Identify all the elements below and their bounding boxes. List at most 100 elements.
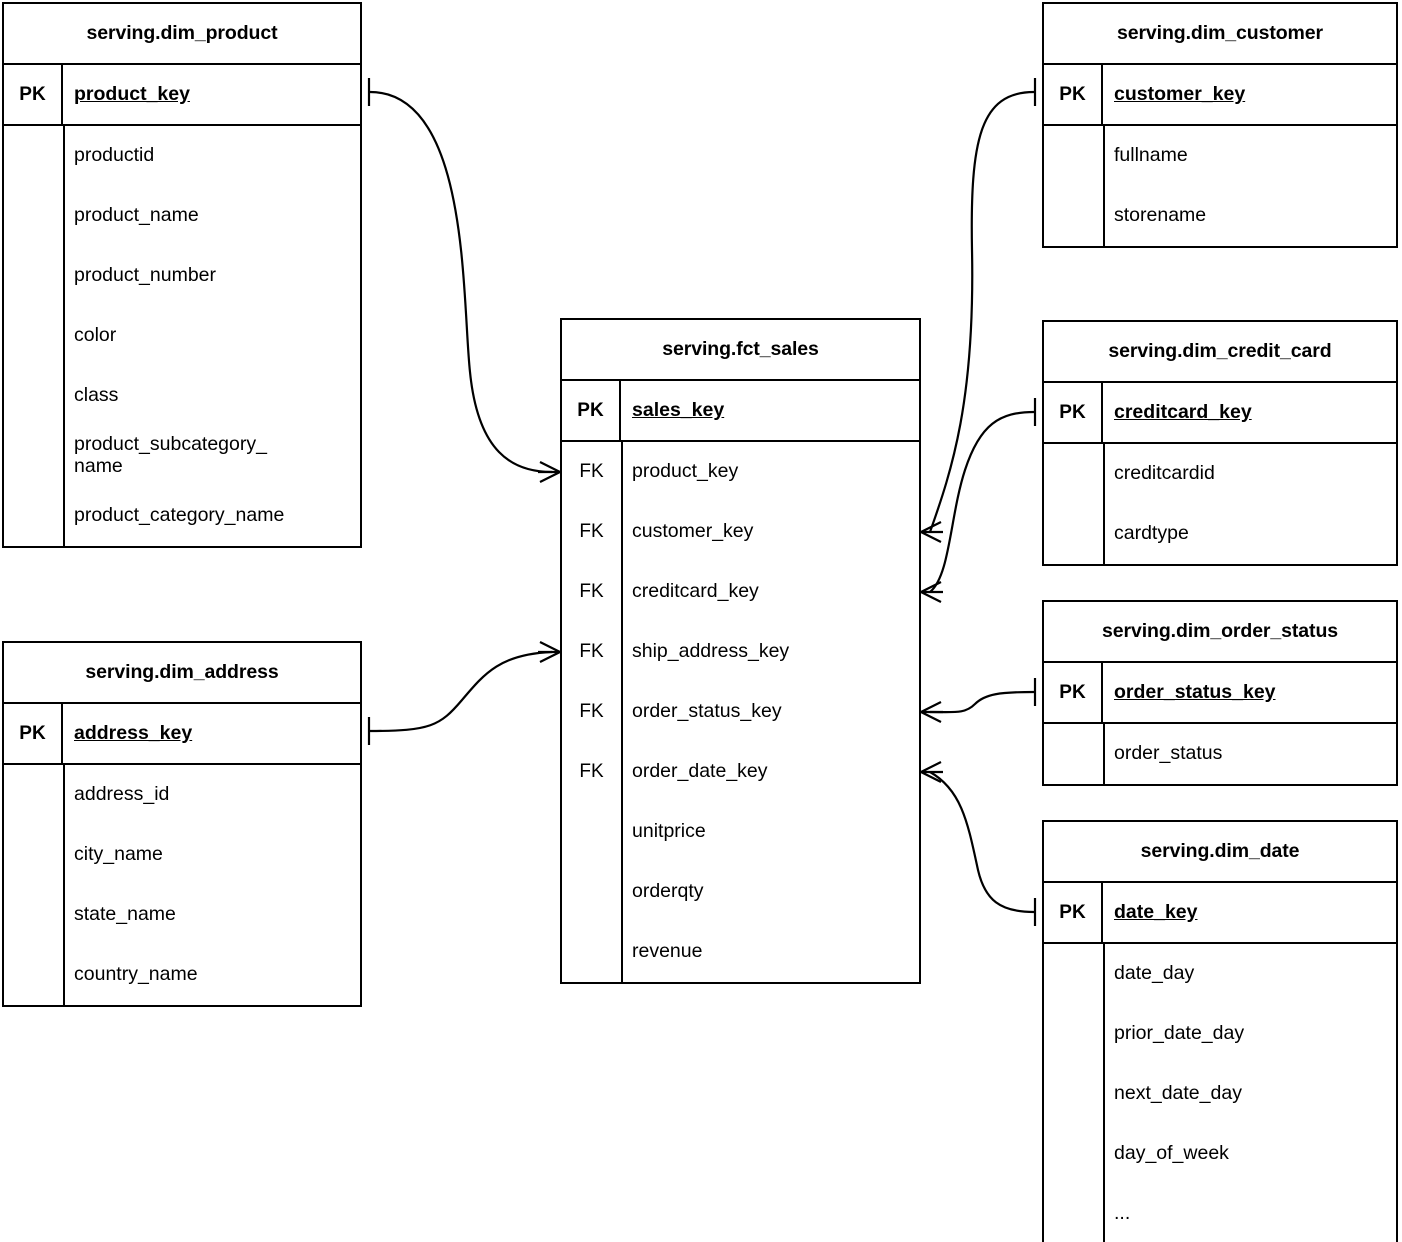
- row-fullname[interactable]: fullname: [1044, 126, 1396, 186]
- row-fk-order-status-key[interactable]: FK order_status_key: [562, 682, 919, 742]
- entity-dim-order-status[interactable]: serving.dim_order_status PK order_status…: [1042, 600, 1398, 786]
- field-customer-key: customer_key: [1114, 82, 1246, 105]
- row-pk-dim-credit-card[interactable]: PK creditcard_key: [1044, 383, 1396, 444]
- row-pk-dim-address[interactable]: PK address_key: [4, 704, 360, 765]
- row-cardtype[interactable]: cardtype: [1044, 504, 1396, 564]
- row-address-id[interactable]: address_id: [4, 765, 360, 825]
- relationship-product-to-sales: [367, 78, 561, 483]
- row-fk-order-date-key[interactable]: FK order_date_key: [562, 742, 919, 802]
- field-product-key: product_key: [74, 82, 190, 105]
- entity-title-dim-product: serving.dim_product: [4, 4, 360, 65]
- key-badge-empty: [4, 246, 63, 306]
- row-state-name[interactable]: state_name: [4, 885, 360, 945]
- row-product-category-name[interactable]: product_category_name: [4, 486, 360, 546]
- key-badge-empty: [1044, 1124, 1103, 1184]
- relationship-orderstatus-to-sales: [920, 678, 1037, 723]
- crowfoot-orderstatus: [920, 701, 943, 723]
- field-country-name: country_name: [74, 963, 198, 986]
- key-badge-fk: FK: [579, 641, 604, 662]
- row-pk-dim-order-status[interactable]: PK order_status_key: [1044, 663, 1396, 724]
- field-product-key: product_key: [632, 460, 739, 483]
- field-order-date-key: order_date_key: [632, 760, 768, 783]
- row-product-name[interactable]: product_name: [4, 186, 360, 246]
- row-fk-creditcard-key[interactable]: FK creditcard_key: [562, 562, 919, 622]
- key-badge-empty: [562, 862, 621, 922]
- field-city-name: city_name: [74, 843, 163, 866]
- entity-dim-credit-card[interactable]: serving.dim_credit_card PK creditcard_ke…: [1042, 320, 1398, 566]
- entity-title-dim-credit-card: serving.dim_credit_card: [1044, 322, 1396, 383]
- row-creditcardid[interactable]: creditcardid: [1044, 444, 1396, 504]
- key-badge-empty: [1044, 944, 1103, 1004]
- field-product-number: product_number: [74, 264, 217, 287]
- entity-dim-product[interactable]: serving.dim_product PK product_key produ…: [2, 2, 362, 548]
- row-fk-product-key[interactable]: FK product_key: [562, 442, 919, 502]
- row-day-of-week[interactable]: day_of_week: [1044, 1124, 1396, 1184]
- key-badge-fk: FK: [579, 461, 604, 482]
- key-badge-empty: [4, 366, 63, 426]
- key-badge-fk: FK: [579, 521, 604, 542]
- fields-dim-date: date_day prior_date_day next_date_day da…: [1044, 944, 1396, 1242]
- row-pk-dim-customer[interactable]: PK customer_key: [1044, 65, 1396, 126]
- row-class[interactable]: class: [4, 366, 360, 426]
- row-revenue[interactable]: revenue: [562, 922, 919, 982]
- row-pk-dim-product[interactable]: PK product_key: [4, 65, 360, 126]
- relationship-creditcard-to-sales: [920, 398, 1037, 603]
- row-order-status[interactable]: order_status: [1044, 724, 1396, 784]
- entity-dim-date[interactable]: serving.dim_date PK date_key date_day pr…: [1042, 820, 1398, 1242]
- row-prior-date-day[interactable]: prior_date_day: [1044, 1004, 1396, 1064]
- row-ellipsis[interactable]: ...: [1044, 1184, 1396, 1242]
- row-color[interactable]: color: [4, 306, 360, 366]
- crowfoot-product: [538, 461, 561, 483]
- row-orderqty[interactable]: orderqty: [562, 862, 919, 922]
- field-creditcard-key: creditcard_key: [1114, 400, 1252, 423]
- key-badge-empty: [4, 186, 63, 246]
- fields-dim-customer: fullname storename: [1044, 126, 1396, 246]
- entity-title-dim-customer: serving.dim_customer: [1044, 4, 1396, 65]
- key-badge-empty: [4, 825, 63, 885]
- key-badge-empty: [1044, 444, 1103, 504]
- key-badge-pk: PK: [1044, 663, 1103, 722]
- field-order-status-key: order_status_key: [632, 700, 782, 723]
- key-badge-empty: [1044, 1064, 1103, 1124]
- key-badge-empty: [4, 486, 63, 546]
- row-city-name[interactable]: city_name: [4, 825, 360, 885]
- field-creditcard-key: creditcard_key: [632, 580, 759, 603]
- row-pk-fct-sales[interactable]: PK sales_key: [562, 381, 919, 442]
- key-badge-pk: PK: [4, 65, 63, 124]
- row-pk-dim-date[interactable]: PK date_key: [1044, 883, 1396, 944]
- field-class: class: [74, 384, 119, 407]
- field-creditcardid: creditcardid: [1114, 462, 1215, 485]
- key-badge-empty: [4, 885, 63, 945]
- key-badge-fk: FK: [579, 761, 604, 782]
- field-order-status-key: order_status_key: [1114, 680, 1276, 703]
- field-date-day: date_day: [1114, 962, 1195, 985]
- row-date-day[interactable]: date_day: [1044, 944, 1396, 1004]
- field-next-date-day: next_date_day: [1114, 1082, 1242, 1105]
- fields-fct-sales: FK product_key FK customer_key FK credit…: [562, 442, 919, 982]
- row-storename[interactable]: storename: [1044, 186, 1396, 246]
- field-product-subcategory-name: product_subcategory_ name: [63, 433, 267, 478]
- field-state-name: state_name: [74, 903, 176, 926]
- entity-fct-sales[interactable]: serving.fct_sales PK sales_key FK produc…: [560, 318, 921, 984]
- key-badge-pk: PK: [1044, 383, 1103, 442]
- field-productid: productid: [74, 144, 155, 167]
- entity-dim-customer[interactable]: serving.dim_customer PK customer_key ful…: [1042, 2, 1398, 248]
- row-unitprice[interactable]: unitprice: [562, 802, 919, 862]
- row-country-name[interactable]: country_name: [4, 945, 360, 1005]
- field-storename: storename: [1114, 204, 1207, 227]
- key-badge-pk: PK: [1044, 65, 1103, 124]
- row-fk-customer-key[interactable]: FK customer_key: [562, 502, 919, 562]
- row-product-subcategory-name[interactable]: product_subcategory_ name: [4, 426, 360, 486]
- key-badge-fk: FK: [579, 581, 604, 602]
- key-badge-empty: [4, 945, 63, 1005]
- row-product-number[interactable]: product_number: [4, 246, 360, 306]
- entity-title-dim-order-status: serving.dim_order_status: [1044, 602, 1396, 663]
- crowfoot-date: [920, 761, 943, 783]
- entity-dim-address[interactable]: serving.dim_address PK address_key addre…: [2, 641, 362, 1007]
- row-fk-ship-address-key[interactable]: FK ship_address_key: [562, 622, 919, 682]
- field-date-key: date_key: [1114, 900, 1198, 923]
- key-badge-empty: [1044, 126, 1103, 186]
- row-productid[interactable]: productid: [4, 126, 360, 186]
- row-next-date-day[interactable]: next_date_day: [1044, 1064, 1396, 1124]
